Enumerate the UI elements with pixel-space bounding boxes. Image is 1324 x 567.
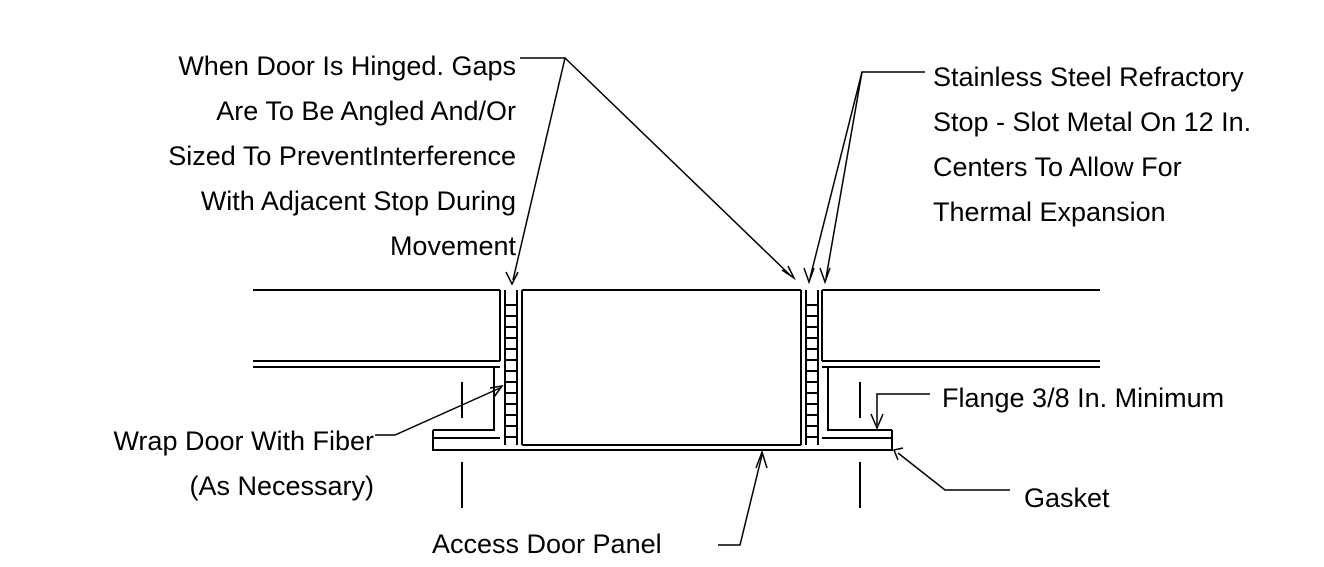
- label-stainless-stop-line: Stainless Steel Refractory: [933, 62, 1244, 92]
- leader-wrap-fiber: [375, 384, 504, 436]
- label-wrap-fiber-line: (As Necessary): [189, 471, 374, 501]
- leader-gasket: [892, 447, 1010, 491]
- right-stop-fiber-hatch: [806, 304, 818, 438]
- label-stainless-stop-line: Thermal Expansion: [933, 197, 1166, 227]
- label-hinged-gaps: When Door Is Hinged. Gaps Are To Be Angl…: [168, 44, 516, 269]
- leader-stainless-stop: [803, 71, 925, 285]
- label-stainless-stop: Stainless Steel Refractory Stop - Slot M…: [933, 55, 1251, 235]
- label-flange: Flange 3/8 In. Minimum: [942, 383, 1225, 413]
- label-wrap-fiber-line: Wrap Door With Fiber: [113, 426, 374, 456]
- label-stainless-stop-line: Stop - Slot Metal On 12 In.: [933, 107, 1252, 137]
- access-door-panel-body: [522, 289, 801, 446]
- label-stainless-stop-line: Centers To Allow For: [933, 152, 1182, 182]
- label-hinged-gaps-line: Movement: [389, 231, 516, 261]
- label-hinged-gaps-line: With Adjacent Stop During: [200, 186, 516, 216]
- left-stop-fiber-hatch: [505, 304, 517, 438]
- leader-access-panel: [718, 449, 768, 546]
- label-hinged-gaps-line: When Door Is Hinged. Gaps: [178, 51, 516, 81]
- label-wrap-fiber: Wrap Door With Fiber (As Necessary): [113, 419, 374, 509]
- label-access-panel: Access Door Panel: [432, 529, 662, 559]
- wall-inner-face: [253, 360, 1100, 368]
- label-hinged-gaps-line: Are To Be Angled And/Or: [216, 96, 516, 126]
- frame-verticals: [461, 382, 861, 508]
- leader-hinged-gaps: [505, 57, 796, 286]
- leader-flange: [870, 393, 930, 430]
- label-gasket: Gasket: [1024, 483, 1110, 513]
- flange-plate: [432, 430, 893, 451]
- label-hinged-gaps-line: Sized To PreventInterference: [168, 141, 516, 171]
